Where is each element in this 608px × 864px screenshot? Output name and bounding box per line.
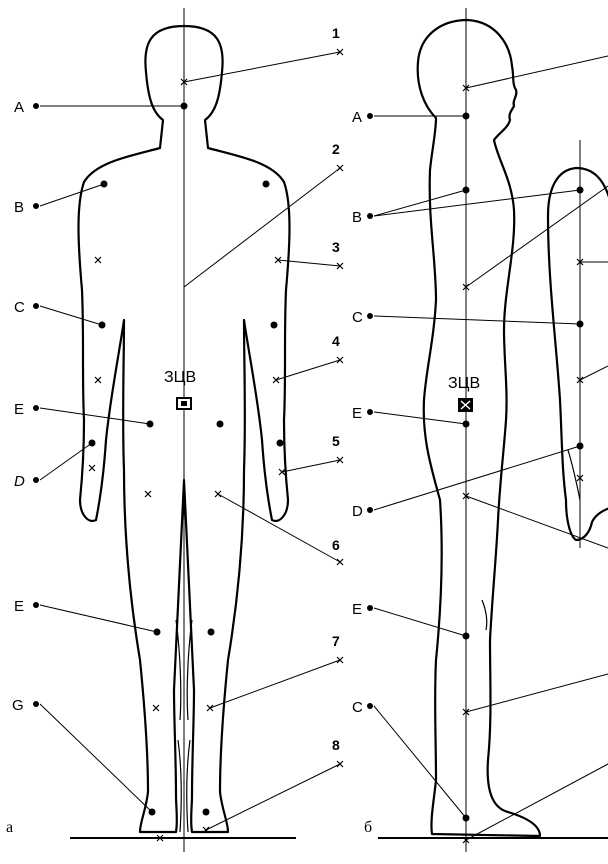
figure-b-knee-detail: [482, 600, 487, 630]
figure-a-leader-seg-5: [282, 460, 340, 472]
segment-centre-x-mark: [337, 165, 343, 171]
figure-a-leader-seg-1: [184, 52, 340, 82]
figure-a-segment-number-6: 6: [332, 537, 340, 553]
figure-a-label-E1: E: [14, 401, 24, 418]
figure-a-leg-detail: [178, 740, 181, 832]
figure-b-leader-E2: [374, 608, 466, 636]
figure-a-label-D: D: [14, 473, 25, 490]
figure-a-segment-number-8: 8: [332, 737, 340, 753]
figure-a-label-B: B: [14, 199, 24, 216]
figure-b-leader-C2: [374, 706, 466, 818]
figure-a-label-C: C: [14, 299, 25, 316]
segment-centre-x-mark: [337, 357, 343, 363]
figure-a-leg-detail: [187, 740, 190, 832]
segment-centre-x-mark: [153, 705, 159, 711]
figure-b-panel-label: б: [364, 819, 372, 836]
figure-a-segment-number-3: 3: [332, 239, 340, 255]
figure-a-cg-label: ЗЦВ: [164, 369, 196, 386]
segment-centre-x-mark: [215, 491, 221, 497]
figure-b-arm-outline: [548, 168, 608, 540]
figure-b-joint-points: [367, 113, 584, 822]
segment-centre-x-mark: [145, 491, 151, 497]
figure-a-leader-C: [40, 306, 102, 325]
figure-a-leader-seg-8: [206, 764, 340, 830]
figure-a-segment-number-2: 2: [332, 141, 340, 157]
figure-b-body-outline: [418, 20, 540, 836]
figure-a-leader-B: [40, 184, 104, 206]
figure-a-leader-D: [40, 443, 92, 480]
figure-b-leader-seg-6: [466, 496, 608, 548]
segment-centre-x-mark: [337, 559, 343, 565]
figure-b-label-C: C: [352, 309, 363, 326]
figure-b-cg-label: ЗЦВ: [448, 375, 480, 392]
segment-centre-x-mark: [207, 705, 213, 711]
figure-a-segment-number-7: 7: [332, 633, 340, 649]
figure-a-front-view: [33, 8, 340, 852]
segment-centre-x-mark: [273, 377, 279, 383]
figure-b-label-C2: C: [352, 699, 363, 716]
figure-a-leader-E1: [40, 408, 150, 424]
figure-b-label-A: A: [352, 109, 362, 126]
figure-b-label-E1: E: [352, 405, 362, 422]
segment-centre-x-mark: [337, 657, 343, 663]
figure-b-leader-B1: [374, 190, 466, 216]
figure-b-leader-E1: [374, 412, 466, 424]
figure-b-leader-seg-1: [466, 56, 608, 88]
figure-a-leader-seg-2: [184, 168, 340, 287]
segment-centre-x-mark: [95, 257, 101, 263]
figure-a-segment-number-1: 1: [332, 25, 340, 41]
figure-a-segment-number-5: 5: [332, 433, 340, 449]
figure-b-label-D: D: [352, 503, 363, 520]
figure-b-label-B: B: [352, 209, 362, 226]
figure-a-cg-marker-core: [181, 401, 187, 406]
figure-a-panel-label: а: [6, 819, 13, 836]
figure-b-leader-C: [374, 316, 580, 324]
segment-centre-x-mark: [95, 377, 101, 383]
figure-a-label-E2: E: [14, 598, 24, 615]
segment-centre-x-mark: [337, 761, 343, 767]
figure-b-side-view: [367, 8, 608, 852]
segment-centre-x-mark: [89, 465, 95, 471]
figure-a-segment-number-4: 4: [332, 333, 340, 349]
figure-a-label-A: A: [14, 99, 24, 116]
figure-a-joint-points: [33, 103, 284, 816]
figure-b-leader-seg-4: [580, 366, 608, 380]
figure-a-leader-G: [40, 704, 152, 812]
figure-a-leader-seg-7: [210, 660, 340, 708]
figure-a-leader-E2: [40, 605, 157, 632]
figure-b-hand-detail: [568, 450, 580, 500]
figure-b-leader-seg-7: [466, 674, 608, 712]
figure-b-leader-seg-2: [466, 186, 608, 287]
figure-a-label-G: G: [12, 697, 24, 714]
figure-b-label-E2: E: [352, 601, 362, 618]
figure-a-leader-seg-6: [218, 494, 340, 562]
